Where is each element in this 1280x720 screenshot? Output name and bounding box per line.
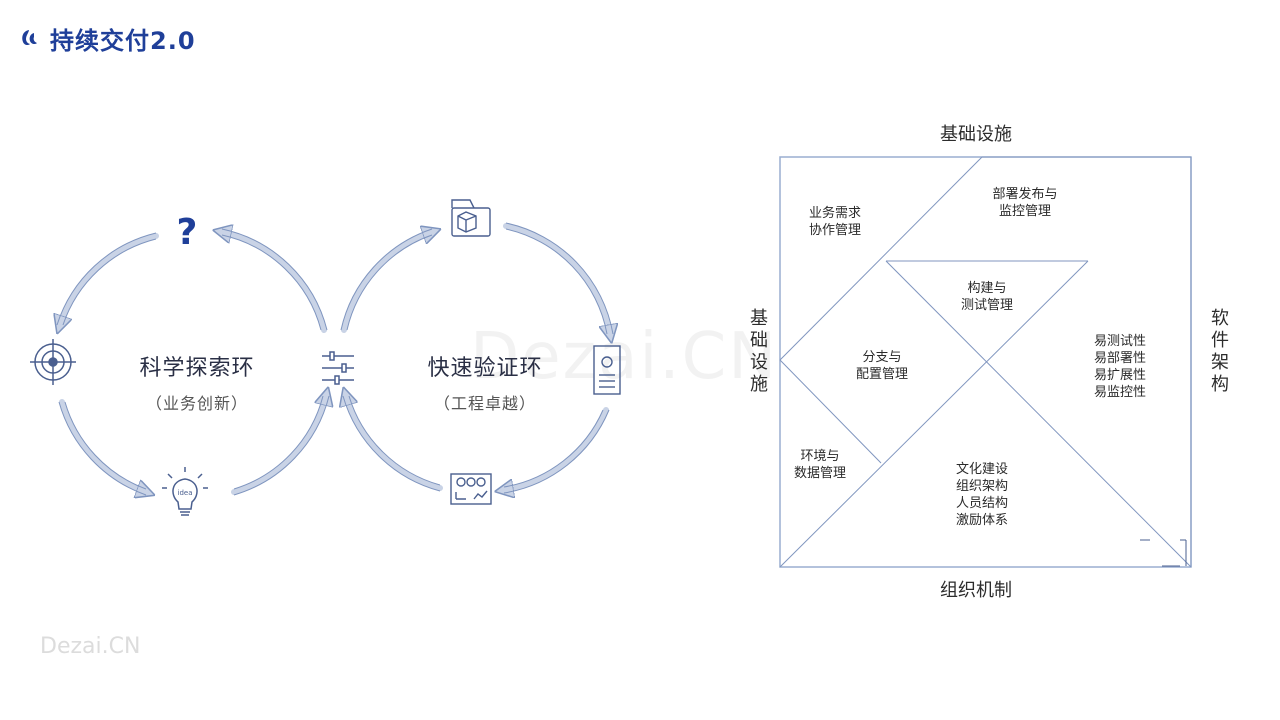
watermark-bottom: Dezai.CN bbox=[40, 634, 141, 659]
arc-sliders-to-question bbox=[222, 232, 327, 333]
brand-logo-icon bbox=[22, 30, 37, 46]
page-header: 持续交付2.0 bbox=[18, 18, 196, 58]
matrix-label-top: 基础设施 bbox=[940, 124, 1012, 145]
arc-dashboard-to-sliders bbox=[346, 396, 443, 491]
arc-document-to-dashboard bbox=[504, 407, 609, 490]
left-loop-label: 科学探索环 （业务创新） bbox=[117, 350, 277, 414]
right-loop-sub: （工程卓越） bbox=[433, 394, 536, 413]
arc-bulb-to-sliders bbox=[231, 396, 326, 495]
page-title: 持续交付2.0 bbox=[50, 26, 196, 55]
left-loop-name: 科学探索环 bbox=[139, 356, 255, 381]
cell-branch: 分支与 配置管理 bbox=[855, 350, 908, 382]
document-icon bbox=[593, 345, 621, 395]
target-icon bbox=[30, 339, 76, 385]
cell-culture: 文化建设 组织架构 人员结构 激励体系 bbox=[955, 462, 1008, 528]
cell-business: 业务需求 协作管理 bbox=[808, 206, 861, 238]
arc-question-to-target bbox=[60, 233, 159, 325]
lightbulb-text: idea bbox=[178, 489, 193, 497]
matrix-line-c bbox=[885, 260, 1192, 568]
lightbulb-icon bbox=[162, 467, 208, 516]
matrix-line-f bbox=[779, 359, 882, 464]
left-loop-sub: （业务创新） bbox=[145, 394, 248, 413]
arc-box-to-document bbox=[503, 223, 610, 334]
cell-env: 环境与 数据管理 bbox=[793, 449, 846, 481]
cell-build: 构建与 测试管理 bbox=[960, 281, 1013, 313]
arc-sliders-to-box bbox=[341, 232, 432, 333]
right-loop-name: 快速验证环 bbox=[427, 356, 543, 381]
matrix-line-d bbox=[779, 260, 1089, 568]
matrix-label-bottom: 组织机制 bbox=[940, 580, 1012, 601]
box-icon bbox=[451, 199, 491, 237]
cell-deploy: 部署发布与 监控管理 bbox=[992, 187, 1058, 219]
matrix-line-a bbox=[779, 156, 983, 361]
matrix-label-right: 软件架构 bbox=[1208, 308, 1229, 396]
question-icon: ? bbox=[177, 212, 198, 253]
sliders-icon bbox=[322, 351, 354, 385]
cell-easy: 易测试性 易部署性 易扩展性 易监控性 bbox=[1093, 334, 1146, 400]
dashboard-icon bbox=[450, 473, 492, 505]
matrix-label-left: 基础设施 bbox=[747, 308, 768, 396]
right-loop-label: 快速验证环 （工程卓越） bbox=[405, 350, 565, 414]
arc-target-to-bulb bbox=[59, 399, 146, 492]
